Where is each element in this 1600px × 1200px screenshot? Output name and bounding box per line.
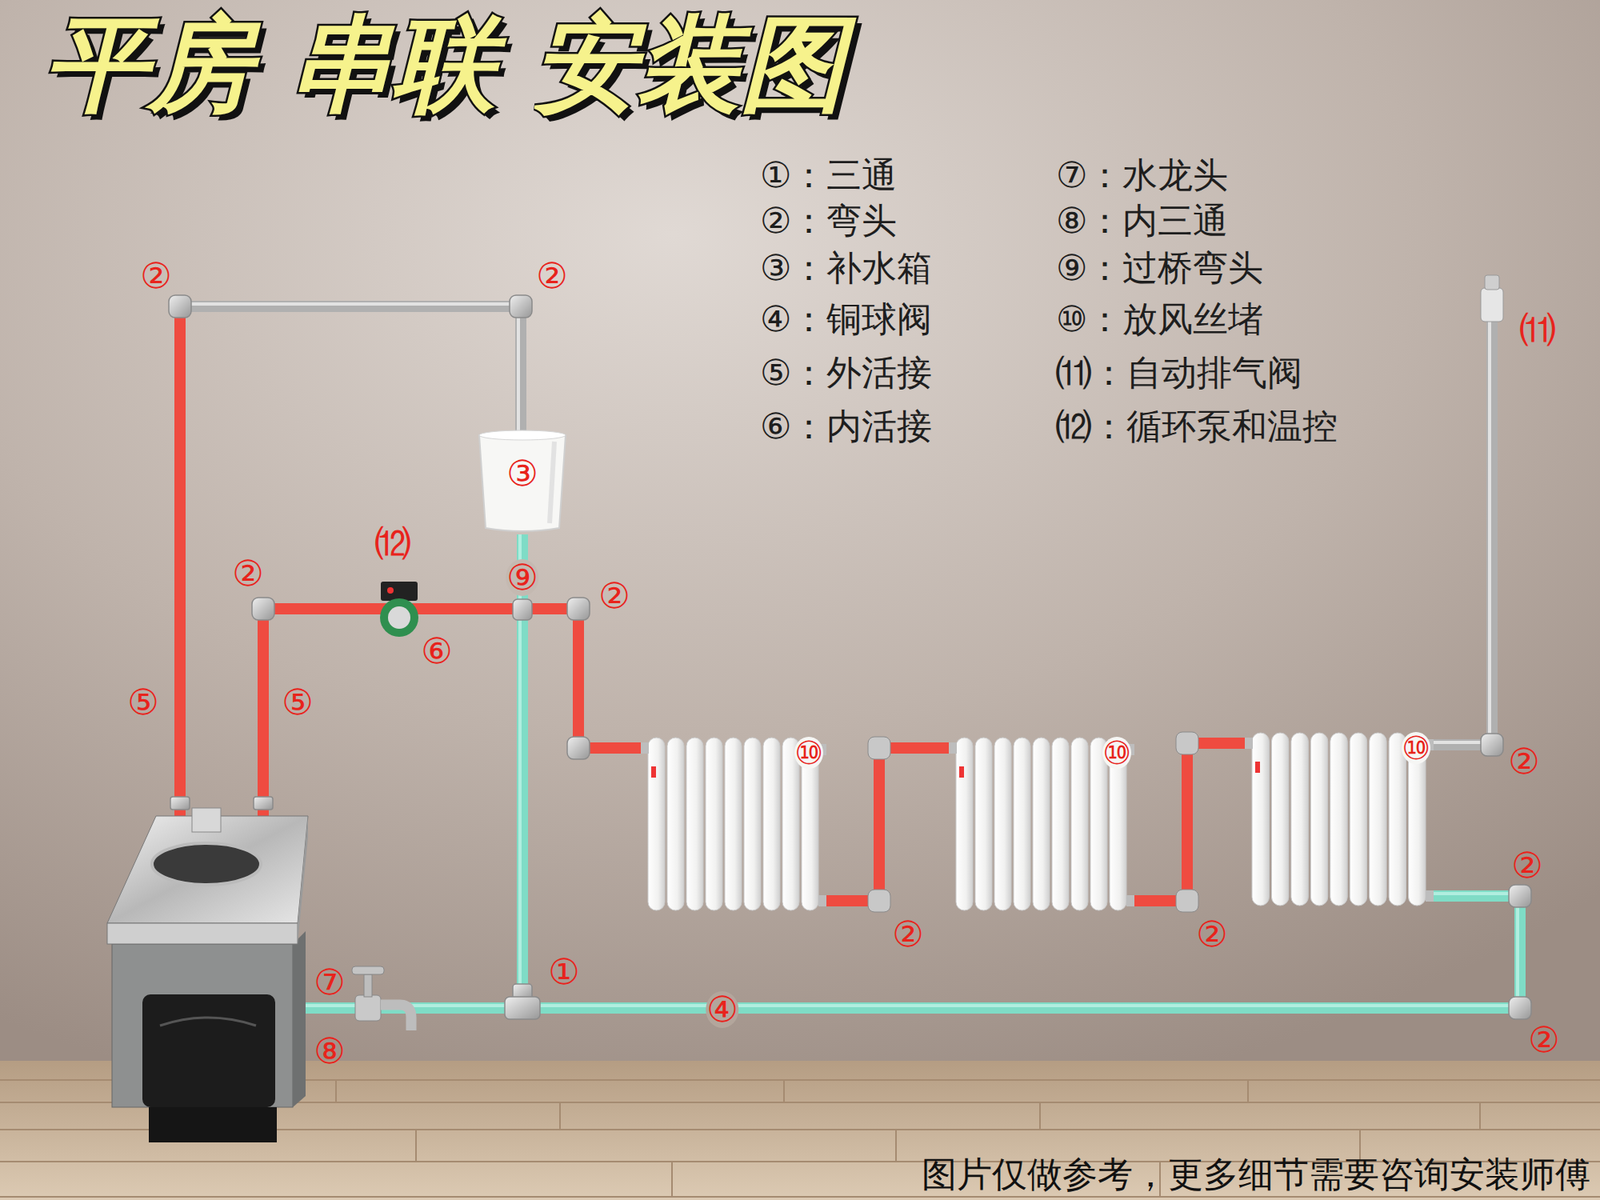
- callout-number: ⑤: [127, 684, 159, 720]
- callout-number: ⑩: [794, 736, 824, 769]
- callout-number: ⑿: [375, 525, 411, 561]
- key-entry: ⑥：内活接: [760, 408, 932, 444]
- callout-number: ②: [1196, 916, 1228, 952]
- callout-number: ②: [1528, 1022, 1560, 1058]
- callout-number: ②: [536, 258, 568, 294]
- callout-number: ②: [892, 916, 924, 952]
- callout-number: ③: [506, 456, 538, 492]
- pipes: [180, 304, 1520, 1008]
- faucet: [352, 966, 412, 1031]
- stove: [107, 808, 308, 1143]
- callout-number: ②: [1508, 744, 1540, 780]
- callout-number: ⑧: [313, 1033, 345, 1069]
- elbow-fitting: [1176, 889, 1199, 912]
- pipe-fittings: [168, 295, 1532, 1020]
- callout-number: ②: [140, 258, 172, 294]
- radiator: ⑩: [640, 734, 827, 914]
- elbow-fitting: [868, 889, 891, 912]
- key-entry: ③：补水箱: [760, 250, 932, 286]
- key-entry: ⑩：放风丝堵: [1056, 301, 1264, 337]
- callout-number: ⑾: [1520, 312, 1556, 348]
- callout-number: ⑦: [313, 964, 345, 1000]
- key-entry: ⑧：内三通: [1056, 203, 1228, 239]
- radiator: ⑩: [1244, 729, 1434, 909]
- callout-number: ②: [232, 556, 264, 592]
- radiator: ⑩: [948, 734, 1135, 914]
- key-entry: ⑾：自动排气阀: [1056, 355, 1303, 391]
- callout-number: ⑨: [505, 559, 539, 596]
- caption: 图片仅做参考，更多细节需要咨询安装师傅: [921, 1155, 1591, 1194]
- pipe-connector: [826, 748, 949, 901]
- wall: [0, 0, 1600, 1064]
- key-entry: ⑤：外活接: [760, 355, 932, 391]
- page-title: 平房 串联 安装图: [44, 4, 845, 125]
- callout-number: ④: [705, 991, 739, 1028]
- pipe-connector: [1134, 743, 1245, 901]
- key-entry: ①：三通: [760, 157, 897, 193]
- circulation-pump: [380, 581, 419, 637]
- makeup-tank: ③: [477, 428, 568, 533]
- callout-number: ①: [548, 954, 580, 990]
- callout-number: ⑥: [420, 633, 452, 669]
- key-entry: ⑨：过桥弯头: [1056, 250, 1264, 286]
- key-entry: ⑿：循环泵和温控: [1056, 408, 1338, 444]
- callout-number: ②: [598, 578, 630, 614]
- elbow-fitting: [868, 736, 891, 760]
- callout-number: ⑩: [1102, 736, 1132, 769]
- key-entry: ④：铜球阀: [760, 301, 932, 337]
- elbow-fitting: [1176, 732, 1199, 755]
- key-entry: ②：弯头: [760, 203, 897, 239]
- callout-number: ⑩: [1401, 732, 1431, 764]
- callout-number: ②: [1511, 848, 1543, 884]
- callout-number: ⑤: [281, 684, 313, 720]
- auto-air-vent: [1480, 275, 1504, 322]
- key-entry: ⑦：水龙头: [1056, 157, 1228, 193]
